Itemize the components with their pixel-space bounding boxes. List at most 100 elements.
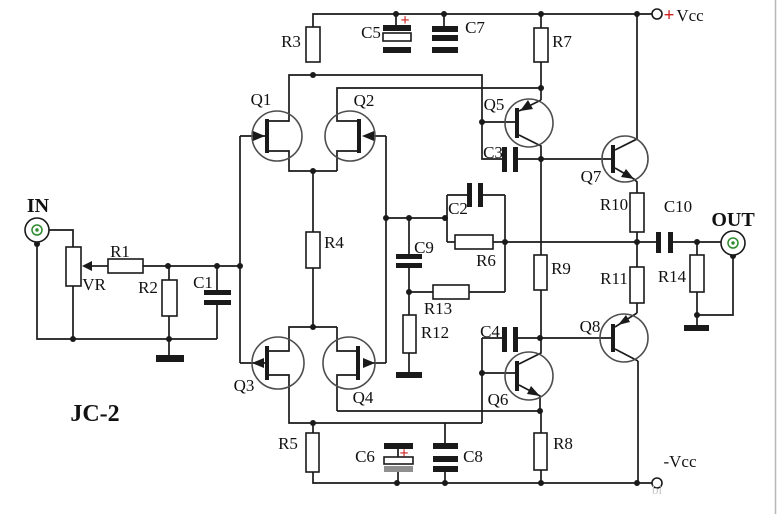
bjt-Q6-emitter-arrow bbox=[527, 386, 540, 396]
junction-dot bbox=[237, 263, 243, 269]
label-+: + bbox=[664, 5, 675, 26]
bjt-Q5-emitter-arrow bbox=[520, 100, 533, 111]
junction-dot bbox=[310, 168, 316, 174]
junction-dot bbox=[634, 11, 640, 17]
ground-bar-C8 bbox=[433, 443, 458, 449]
capacitor-C10-plate bbox=[668, 232, 673, 253]
capacitor-C8-plate bbox=[433, 456, 458, 462]
capacitor-C6-hatched-plate bbox=[384, 466, 413, 472]
label-+: + bbox=[400, 12, 409, 29]
transistor-Q1-body bbox=[251, 110, 303, 162]
transistor-Q7-body bbox=[601, 135, 649, 183]
capacitor-C3-plate bbox=[502, 147, 507, 172]
resistor-R5-body bbox=[305, 432, 320, 473]
label-R3: R3 bbox=[281, 32, 301, 51]
resistor-R9-body bbox=[533, 254, 548, 291]
label-R12: R12 bbox=[421, 323, 449, 342]
label-Q5: Q5 bbox=[484, 95, 505, 114]
junction-dot bbox=[214, 263, 220, 269]
junction-dot bbox=[383, 215, 389, 221]
jfet-Q3-gate-arrow bbox=[252, 358, 264, 368]
wire bbox=[336, 150, 359, 171]
label-bi: bi bbox=[652, 482, 663, 497]
transistor-Q8-body bbox=[599, 313, 649, 363]
junction-dot bbox=[166, 336, 172, 342]
junction-dot bbox=[406, 215, 412, 221]
label-JC-2: JC-2 bbox=[70, 401, 119, 427]
wire bbox=[336, 87, 541, 122]
out-terminal-center-dot bbox=[731, 241, 735, 245]
resistor-R14-body bbox=[689, 254, 705, 293]
label-C7: C7 bbox=[465, 18, 485, 37]
capacitor-C5-negative-plate bbox=[382, 32, 412, 42]
resistor-R1-body bbox=[107, 258, 144, 274]
label-R1: R1 bbox=[110, 242, 130, 261]
label-R14: R14 bbox=[658, 267, 687, 286]
bjt-Q7-emitter-arrow bbox=[621, 169, 634, 179]
wire bbox=[518, 338, 542, 365]
label-C1: C1 bbox=[193, 273, 213, 292]
junction-dot bbox=[537, 408, 543, 414]
junction-dot bbox=[310, 420, 316, 426]
capacitor-C6-negative-plate bbox=[383, 456, 414, 465]
label-R5: R5 bbox=[278, 434, 298, 453]
label-R2: R2 bbox=[138, 278, 158, 297]
jfet-Q4-gate-arrow bbox=[363, 358, 375, 368]
vcc-positive-terminal bbox=[651, 8, 663, 20]
capacitor-C4-plate bbox=[513, 327, 518, 352]
capacitor-C2-plate bbox=[478, 183, 483, 207]
label-IN: IN bbox=[27, 195, 50, 217]
junction-dot bbox=[634, 480, 640, 486]
label-OUT: OUT bbox=[711, 209, 755, 231]
junction-dot bbox=[694, 312, 700, 318]
junction-dot bbox=[538, 85, 544, 91]
label-R13: R13 bbox=[424, 299, 452, 318]
junction-dot bbox=[406, 289, 412, 295]
label-C4: C4 bbox=[480, 322, 500, 341]
junction-dot bbox=[502, 239, 508, 245]
resistor-R4-body bbox=[305, 231, 321, 269]
wire bbox=[614, 138, 638, 151]
label-C3: C3 bbox=[483, 143, 503, 162]
label-C8: C8 bbox=[463, 447, 483, 466]
label-Q6: Q6 bbox=[488, 390, 509, 409]
ground-bar-C5 bbox=[383, 47, 411, 53]
label-VR: VR bbox=[82, 275, 106, 294]
wire bbox=[49, 229, 74, 247]
junction-dot bbox=[441, 11, 447, 17]
label-R4: R4 bbox=[324, 233, 344, 252]
capacitor-C10-plate bbox=[656, 232, 661, 253]
out-terminal-inner-ring bbox=[727, 237, 739, 249]
junction-dot bbox=[310, 324, 316, 330]
label-C9: C9 bbox=[414, 238, 434, 257]
junction-dot bbox=[165, 263, 171, 269]
resistor-R3-body bbox=[305, 26, 321, 63]
junction-dot bbox=[442, 215, 448, 221]
ground-bar-R14 bbox=[684, 325, 709, 331]
resistor-R8-body bbox=[533, 432, 548, 471]
capacitor-C7-plate bbox=[432, 26, 458, 32]
resistor-R10-body bbox=[629, 192, 645, 233]
bjt-Q6-base-bar bbox=[515, 361, 519, 391]
label-C10: C10 bbox=[664, 197, 692, 216]
wire bbox=[336, 374, 356, 411]
ground-bar-C7 bbox=[432, 47, 458, 53]
ground-bar-C6 bbox=[384, 443, 413, 449]
junction-dot bbox=[394, 480, 400, 486]
junction-dot bbox=[310, 72, 316, 78]
label-C5: C5 bbox=[361, 23, 381, 42]
transistor-Q6-body bbox=[504, 351, 554, 401]
label-+: + bbox=[399, 445, 408, 462]
capacitor-C4-plate bbox=[502, 327, 507, 352]
jfet-Q2-gate-arrow bbox=[362, 131, 374, 141]
junction-dot bbox=[393, 11, 399, 17]
label-R8: R8 bbox=[553, 434, 573, 453]
label-R11: R11 bbox=[600, 269, 628, 288]
capacitor-C1-plate bbox=[204, 290, 231, 295]
wire bbox=[36, 242, 217, 340]
wire bbox=[267, 74, 502, 160]
label-C6: C6 bbox=[355, 447, 375, 466]
resistor-R13-body bbox=[432, 284, 470, 300]
ground-bar-R2 bbox=[156, 355, 184, 362]
